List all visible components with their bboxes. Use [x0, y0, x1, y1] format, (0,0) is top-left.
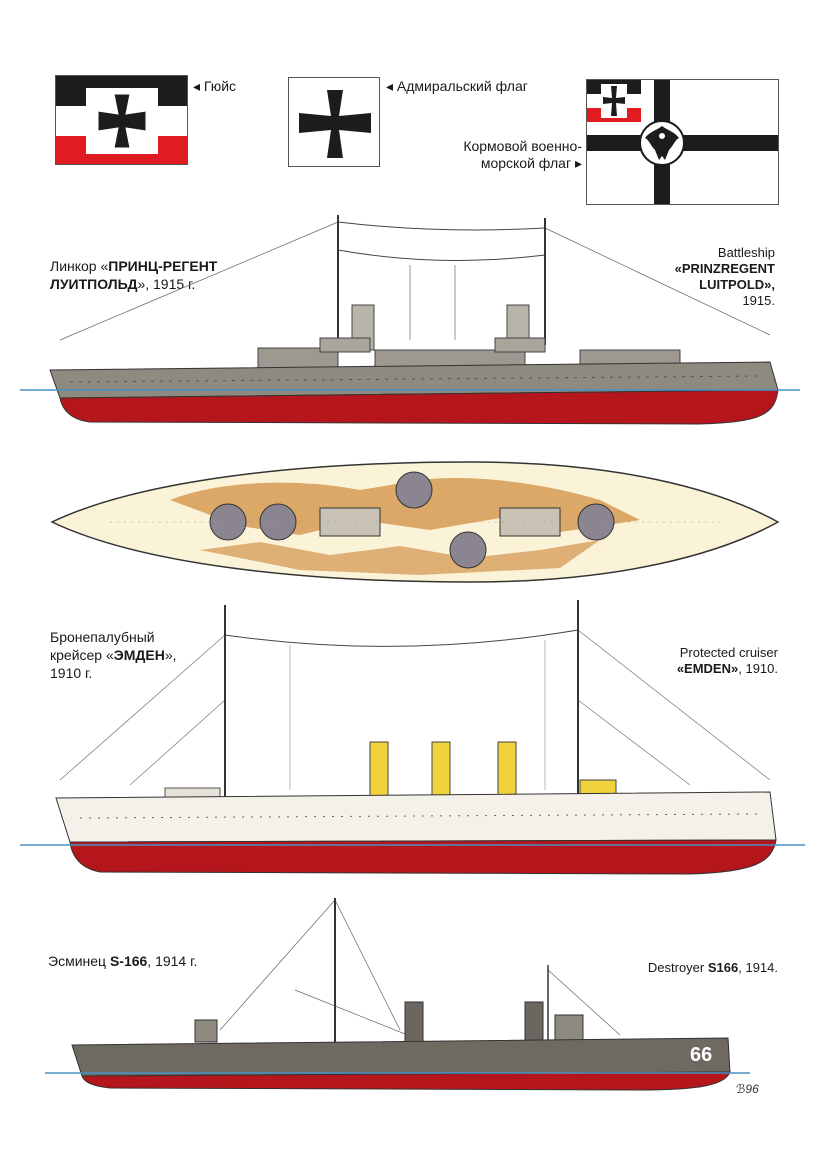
pointer-left-icon: ◂ — [386, 78, 397, 94]
battleship-en-label: Battleship «PRINZREGENT LUITPOLD», 1915. — [674, 245, 775, 308]
battleship-top-view — [50, 461, 780, 583]
naval-jack-graphic — [56, 76, 187, 164]
war-ensign-label-line1: Кормовой военно- — [463, 138, 582, 154]
war-ensign-label-line2: морской флаг ▸ — [480, 155, 582, 171]
admiral-flag-label: ◂ Адмиральский флаг — [386, 78, 528, 94]
war-ensign-flag — [586, 79, 779, 205]
naval-jack-label: ◂ Гюйс — [193, 78, 237, 94]
destroyer-hull-number: 66 — [690, 1044, 713, 1066]
pointer-right-icon: ▸ — [571, 155, 582, 171]
war-ensign-graphic — [587, 80, 778, 204]
war-ensign-label: Кормовой военно- морской флаг ▸ — [412, 138, 582, 172]
cruiser-en-label: Protected cruiser «EMDEN», 1910. — [676, 645, 778, 676]
naval-jack-flag — [55, 75, 188, 165]
admiral-flag-graphic — [289, 78, 379, 166]
artist-signature: ℬ96 — [736, 1082, 759, 1096]
cruiser-side-view — [20, 600, 805, 875]
destroyer-en-label: Destroyer S166, 1914. — [647, 960, 778, 975]
destroyer-ru-label: Эсминец S-166, 1914 г. — [48, 953, 198, 969]
battleship-side-view — [20, 215, 800, 425]
admiral-flag — [288, 77, 380, 167]
pointer-left-icon: ◂ — [193, 78, 204, 94]
destroyer-side-view — [45, 898, 750, 1091]
cruiser-ru-label: Бронепалубный крейсер «ЭМДЕН», 1910 г. — [50, 629, 177, 681]
battleship-ru-label: Линкор «ПРИНЦ-РЕГЕНТ ЛУИТПОЛЬД», 1915 г. — [50, 258, 218, 292]
